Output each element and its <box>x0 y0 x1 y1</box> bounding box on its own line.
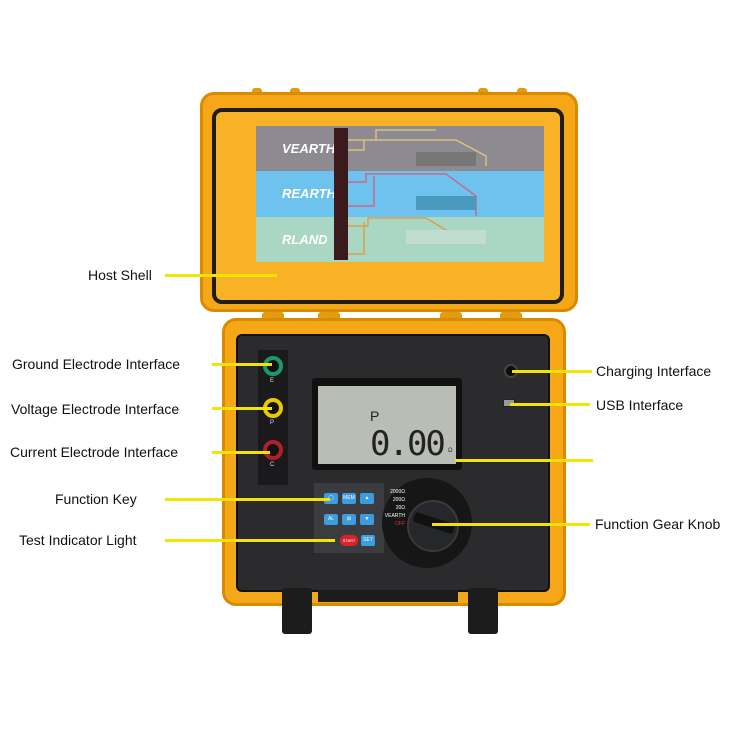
key-down[interactable]: ▼ <box>360 514 374 525</box>
start-button[interactable]: START <box>340 535 358 546</box>
terminal-label-e: E <box>270 378 275 384</box>
key-mem[interactable]: MEM <box>342 493 356 504</box>
lcd-display: P 0.00 Ω <box>312 378 462 470</box>
bottom-latch-bar <box>318 590 458 602</box>
chart-band-rland: RLAND <box>256 216 544 262</box>
function-gear-knob[interactable] <box>407 500 459 552</box>
wiring-diagram-chart: VEARTH REARTH RLAND <box>256 126 544 262</box>
label-test-indicator: Test Indicator Light <box>19 532 137 548</box>
label-current-electrode: Current Electrode Interface <box>10 444 179 460</box>
label-host-shell: Host Shell <box>88 267 152 283</box>
terminal-strip: E P C <box>258 350 288 485</box>
callout-line <box>165 539 335 542</box>
chart-band-rearth: REARTH <box>256 171 544 217</box>
current-electrode-jack[interactable] <box>263 440 283 460</box>
knob-pos-20: 20Ω <box>395 505 405 511</box>
knob-pos-vearth: VEARTH <box>384 513 405 519</box>
label-usb-interface: USB Interface <box>596 397 684 413</box>
chart-label: RLAND <box>282 231 328 247</box>
key-grid[interactable]: ⊞ <box>342 514 356 525</box>
callout-line <box>165 498 330 501</box>
chart-wires <box>348 129 487 255</box>
foot-right <box>468 588 498 634</box>
label-ground-electrode: Ground Electrode Interface <box>12 356 181 372</box>
display-mode: P <box>370 408 380 424</box>
keypad: ◯ MEM ▲ AL ⊞ ▼ START SET <box>314 483 384 553</box>
callout-line <box>165 274 277 277</box>
label-charging-interface: Charging Interface <box>596 363 712 379</box>
key-backlight[interactable]: ◯ <box>324 493 338 504</box>
key-up[interactable]: ▲ <box>360 493 374 504</box>
terminal-label-c: C <box>270 462 275 468</box>
lcd-screen: P 0.00 Ω <box>318 386 456 464</box>
label-function-key: Function Key <box>55 491 137 507</box>
terminal-label-p: P <box>270 420 275 426</box>
callout-line <box>455 459 593 462</box>
ground-electrode-jack[interactable] <box>263 356 283 376</box>
callout-line <box>432 523 590 526</box>
key-set[interactable]: SET <box>361 535 375 546</box>
chart-band-vearth: VEARTH <box>256 126 544 172</box>
callout-line <box>510 403 590 406</box>
callout-line <box>212 363 272 366</box>
label-function-gear-knob: Function Gear Knob <box>595 516 721 532</box>
knob-pos-200: 200Ω <box>392 497 405 503</box>
callout-line <box>212 407 272 410</box>
chart-label: VEARTH <box>282 141 336 157</box>
callout-line <box>212 451 270 454</box>
callout-line <box>512 370 592 373</box>
foot-left <box>282 588 312 634</box>
display-value: 0.00 <box>370 424 446 464</box>
knob-pos-2000: 2000Ω <box>390 489 405 495</box>
chart-label: REARTH <box>282 186 336 202</box>
knob-pos-off: OFF <box>395 521 405 527</box>
label-voltage-electrode: Voltage Electrode Interface <box>11 401 180 417</box>
key-al[interactable]: AL <box>324 514 338 525</box>
chart-terminal-strip <box>334 128 348 260</box>
knob-scale: 2000Ω 200Ω 20Ω VEARTH OFF <box>376 488 405 528</box>
display-unit: Ω <box>448 448 453 454</box>
